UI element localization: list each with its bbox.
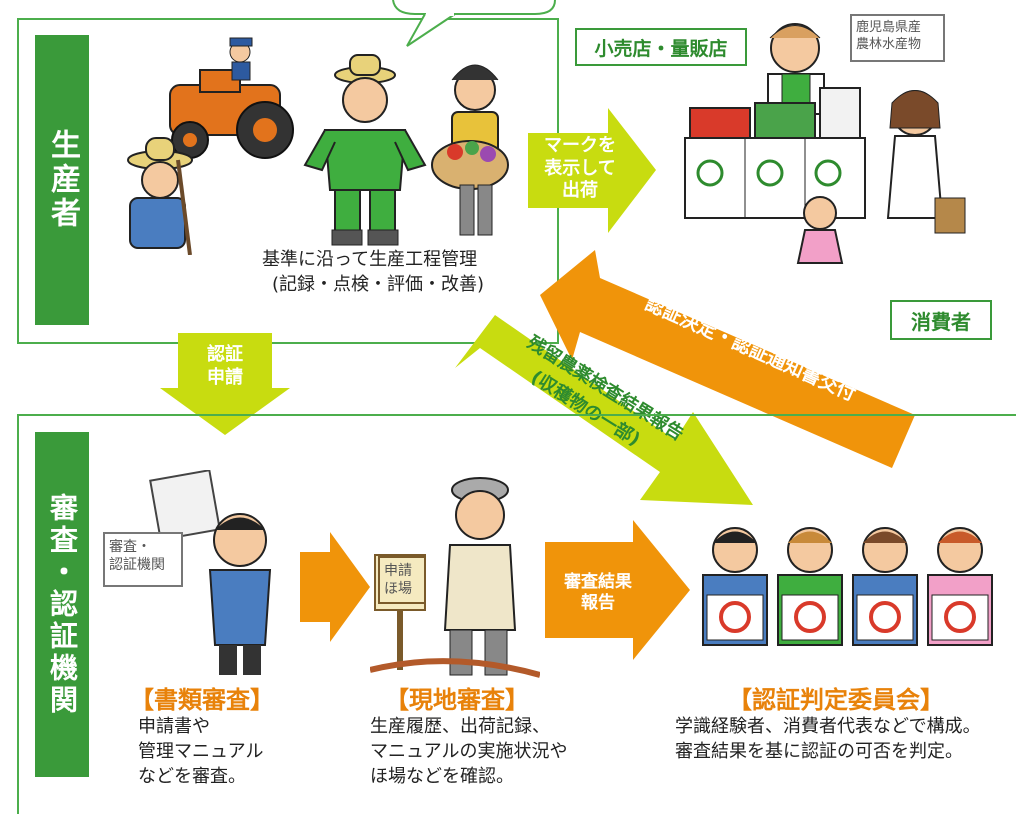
residue-arrow [455, 315, 753, 505]
farmer-center-icon [303, 54, 427, 246]
committee-member-1 [702, 527, 768, 646]
ship-arrow [528, 108, 656, 233]
consumer-label: 消費者 [890, 300, 992, 340]
produce-stand-icon [684, 87, 866, 219]
document-reviewer-illustration [149, 470, 272, 675]
committee-member-4 [927, 527, 993, 646]
flow-arrow-2 [545, 520, 690, 660]
retail-label: 小売店・量販店 [575, 28, 747, 66]
flow-arrow-1 [300, 532, 370, 642]
apply-arrow-label: 認証 申請 [207, 344, 243, 388]
retail-illustration [684, 23, 966, 264]
committee-member-3 [852, 527, 918, 646]
body-sign: 審査・ 認証機関 [103, 532, 183, 587]
shopkeeper-icon [767, 23, 825, 115]
committee-illustration [702, 527, 993, 646]
stage-document-review-title: 【書類審査】 [130, 686, 274, 714]
retail-sign: 鹿児島県産 農林水産物 [850, 14, 945, 62]
stage-field-review-desc: 生産履歴、出荷記録、 マニュアルの実施状況や ほ場などを確認。 [370, 716, 568, 788]
farmer-right-icon [431, 64, 509, 236]
field-sign: 申請 ほ場 [378, 556, 426, 604]
producer-label: 生産者 [35, 35, 89, 325]
consumer-family-icon [796, 90, 966, 264]
stage-document-review-desc: 申請書や 管理マニュアル などを審査。 [138, 716, 264, 788]
body-frame [17, 414, 1016, 814]
stage-field-review-title: 【現地審査】 [385, 686, 529, 714]
producer-illustration [127, 37, 509, 255]
producer-caption-line2: (記録・点検・評価・改善) [272, 274, 485, 295]
review-report-label: 審査結果 報告 [564, 572, 632, 614]
stage-committee-desc: 学識経験者、消費者代表などで構成。 審査結果を基に認証の可否を判定。 [675, 716, 981, 763]
tractor-icon [169, 37, 294, 159]
stage-committee-title: 【認証判定委員会】 [728, 686, 944, 714]
producer-caption-line1: 基準に沿って生産工程管理 [262, 249, 478, 270]
ship-arrow-label: マークを 表示して 出荷 [544, 135, 616, 201]
speech-bubble [392, 0, 556, 47]
farmer-left-icon [127, 137, 193, 255]
apply-arrow [160, 333, 290, 435]
committee-member-2 [777, 527, 843, 646]
decision-arrow [540, 250, 915, 468]
body-label: 審査・認証機関 [35, 432, 89, 777]
